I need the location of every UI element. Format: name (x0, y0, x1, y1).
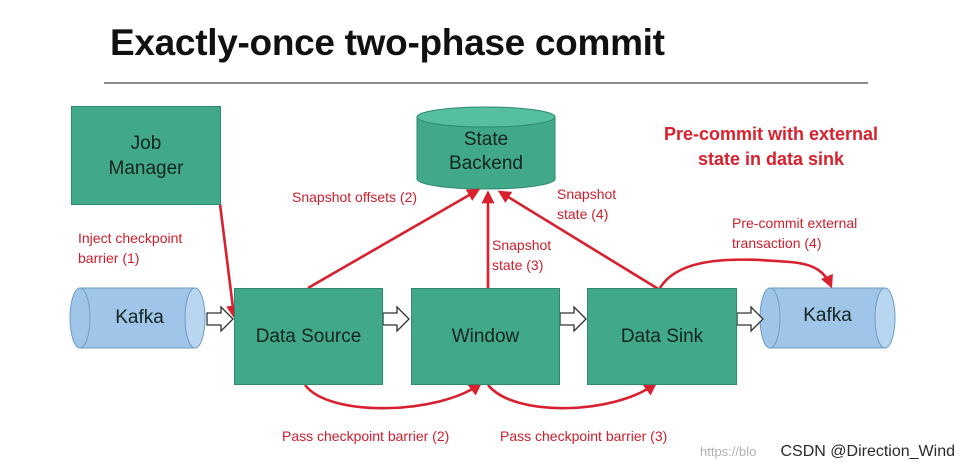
arrow-snapshot-sink (497, 190, 661, 292)
callout-line2: state in data sink (697, 149, 845, 169)
state-backend-cylinder (416, 106, 556, 190)
arrow-inject-barrier (218, 203, 240, 319)
snapshot-sink-label: Snapshot state (4) (557, 184, 616, 224)
precommit-callout: Pre-commit with external state in data s… (626, 122, 916, 172)
snapshot-sink-line1: Snapshot (557, 186, 617, 202)
precommit-line1: Pre-commit external (732, 215, 858, 231)
precommit-label: Pre-commit external transaction (4) (732, 213, 857, 253)
snapshot-window-line2: state (3) (492, 257, 544, 273)
callout-line1: Pre-commit with external (663, 124, 879, 144)
flow-arrow-kafka-to-source (206, 305, 234, 333)
precommit-line2: transaction (4) (732, 235, 822, 251)
kafka-sink-label: Kafka (803, 305, 852, 326)
kafka-sink-cylinder (759, 287, 896, 349)
pass-barrier-2-label: Pass checkpoint barrier (2) (282, 428, 450, 444)
snapshot-window-label: Snapshot state (3) (492, 235, 551, 275)
data-source-node: Data Source (234, 288, 383, 385)
inject-line2: barrier (1) (78, 250, 140, 266)
pass-barrier-3-label: Pass checkpoint barrier (3) (500, 428, 668, 444)
kafka-source-cylinder (69, 287, 206, 349)
page-title: Exactly-once two-phase commit (110, 22, 665, 63)
data-sink-node: Data Sink (587, 288, 737, 385)
arrow-pass-barrier-3 (486, 382, 658, 410)
arrow-snapshot-offsets (307, 188, 481, 290)
arrow-precommit (658, 258, 833, 289)
window-node: Window (411, 288, 560, 385)
watermark: CSDN @Direction_Wind (780, 443, 955, 460)
snapshot-sink-line2: state (4) (557, 206, 609, 222)
job-manager-line1: Job (130, 132, 162, 154)
flow-arrow-source-to-window (382, 305, 410, 333)
title-divider (104, 82, 868, 84)
watermark-url: https://blo (700, 444, 757, 459)
inject-line1: Inject checkpoint (78, 230, 183, 246)
flow-arrow-sink-to-kafka (736, 305, 764, 333)
flow-arrow-window-to-sink (559, 305, 587, 333)
inject-barrier-label: Inject checkpoint barrier (1) (78, 228, 182, 268)
job-manager-node: Job Manager (71, 106, 221, 205)
kafka-source-label: Kafka (115, 307, 164, 328)
snapshot-window-line1: Snapshot (492, 237, 552, 253)
state-backend-line1: State (463, 129, 509, 150)
state-backend-line2: Backend (449, 153, 523, 174)
arrow-pass-barrier-2 (303, 382, 483, 410)
snapshot-offsets-label: Snapshot offsets (2) (292, 189, 418, 205)
state-backend-node: State Backend (417, 128, 555, 176)
job-manager-line2: Manager (108, 157, 184, 179)
